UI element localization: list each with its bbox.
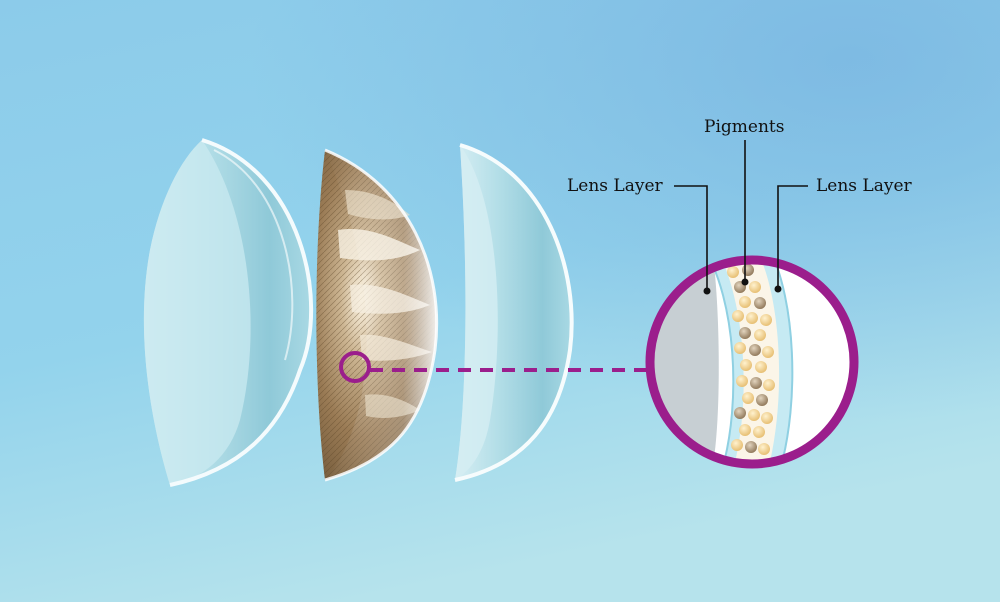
right-lens-layer [454, 143, 574, 482]
magnified-cross-section [645, 255, 859, 469]
leader-dot-pigments [741, 278, 749, 286]
zoom-source-ring [339, 351, 371, 383]
lens-layer-left-label: Lens Layer [567, 176, 663, 196]
label-leaders [674, 140, 808, 290]
leader-dot-left [703, 287, 711, 295]
leader-dot-right [774, 285, 782, 293]
pigment-lens-layer [316, 148, 439, 482]
magnifier-ring [645, 255, 859, 469]
lens-layer-right-label: Lens Layer [816, 176, 912, 196]
pigments-label: Pigments [704, 117, 785, 137]
left-lens-layer [143, 138, 314, 487]
